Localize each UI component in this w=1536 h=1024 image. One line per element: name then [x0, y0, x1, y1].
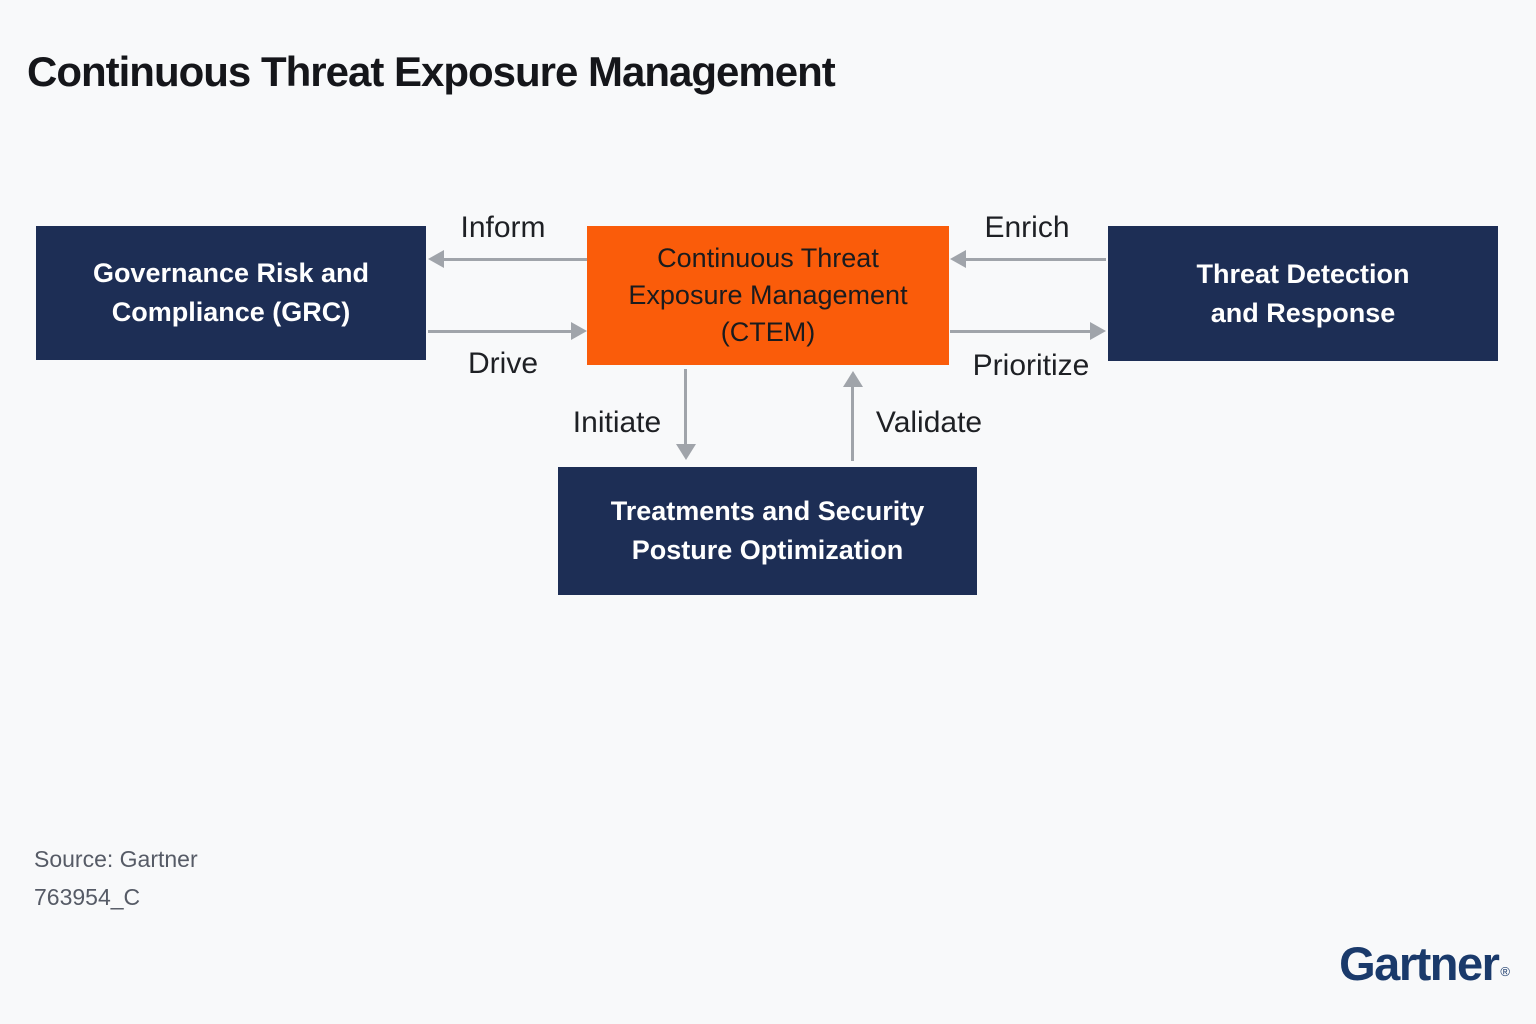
threat-detection-box: Threat Detection and Response: [1108, 226, 1498, 361]
grc-box-label-line: Compliance (GRC): [111, 297, 351, 327]
enrich-arrowhead-icon: [950, 250, 966, 268]
enrich-arrow-label: Enrich: [984, 211, 1070, 244]
ctem-box-label-line: (CTEM): [720, 317, 816, 347]
treatments-box: Treatments and Security Posture Optimiza…: [558, 467, 977, 595]
grc-box: Governance Risk and Compliance (GRC): [36, 226, 426, 360]
initiate-arrow-label: Initiate: [572, 406, 662, 439]
prioritize-arrowhead-icon: [1090, 322, 1106, 340]
drive-arrow-label: Drive: [467, 347, 539, 380]
ctem-box-label-line: Exposure Management: [628, 280, 908, 310]
grc-box-label-line: Governance Risk and: [92, 258, 370, 288]
validate-arrow-label: Validate: [875, 406, 983, 439]
threat-detection-box-label-line: Threat Detection: [1196, 258, 1410, 289]
validate-arrowhead-icon: [843, 371, 863, 387]
inform-arrow-line: [443, 258, 587, 261]
ctem-box: Continuous Threat Exposure Management (C…: [587, 226, 949, 365]
drive-arrow-line: [428, 330, 572, 333]
registered-trademark-icon: ®: [1500, 964, 1510, 979]
inform-arrow-label: Inform: [460, 211, 546, 244]
gartner-logo: Gartner®: [1339, 936, 1510, 991]
drive-arrowhead-icon: [571, 322, 587, 340]
prioritize-arrow-line: [950, 330, 1091, 333]
inform-arrowhead-icon: [428, 250, 444, 268]
ctem-box-label-line: Continuous Threat: [657, 243, 879, 273]
treatments-box-label-line: Posture Optimization: [631, 535, 904, 565]
figure-id-text: 763954_C: [34, 884, 141, 910]
initiate-arrowhead-icon: [676, 444, 696, 460]
validate-arrow-line: [851, 386, 854, 461]
enrich-arrow-line: [965, 258, 1106, 261]
threat-detection-box-label-line: and Response: [1210, 297, 1396, 328]
prioritize-arrow-label: Prioritize: [972, 349, 1090, 382]
source-text: Source: Gartner: [34, 846, 198, 872]
gartner-logo-text: Gartner: [1339, 937, 1500, 990]
page-title: Continuous Threat Exposure Management: [27, 48, 836, 95]
treatments-box-label-line: Treatments and Security: [610, 496, 925, 526]
initiate-arrow-line: [684, 369, 687, 445]
